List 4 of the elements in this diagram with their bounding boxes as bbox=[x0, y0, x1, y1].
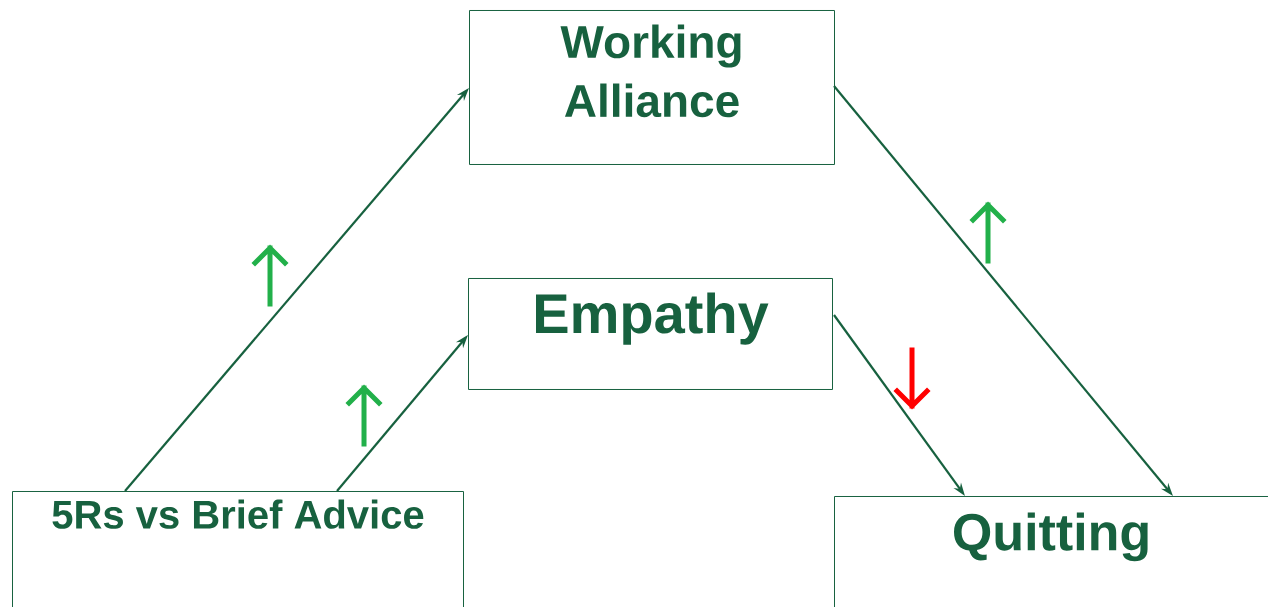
text-box: Working Alliance bbox=[469, 10, 835, 165]
text-box: Empathy bbox=[468, 278, 833, 390]
text-box: Quitting bbox=[834, 496, 1268, 607]
text-box: 5Rs vs Brief Advice bbox=[12, 491, 464, 607]
